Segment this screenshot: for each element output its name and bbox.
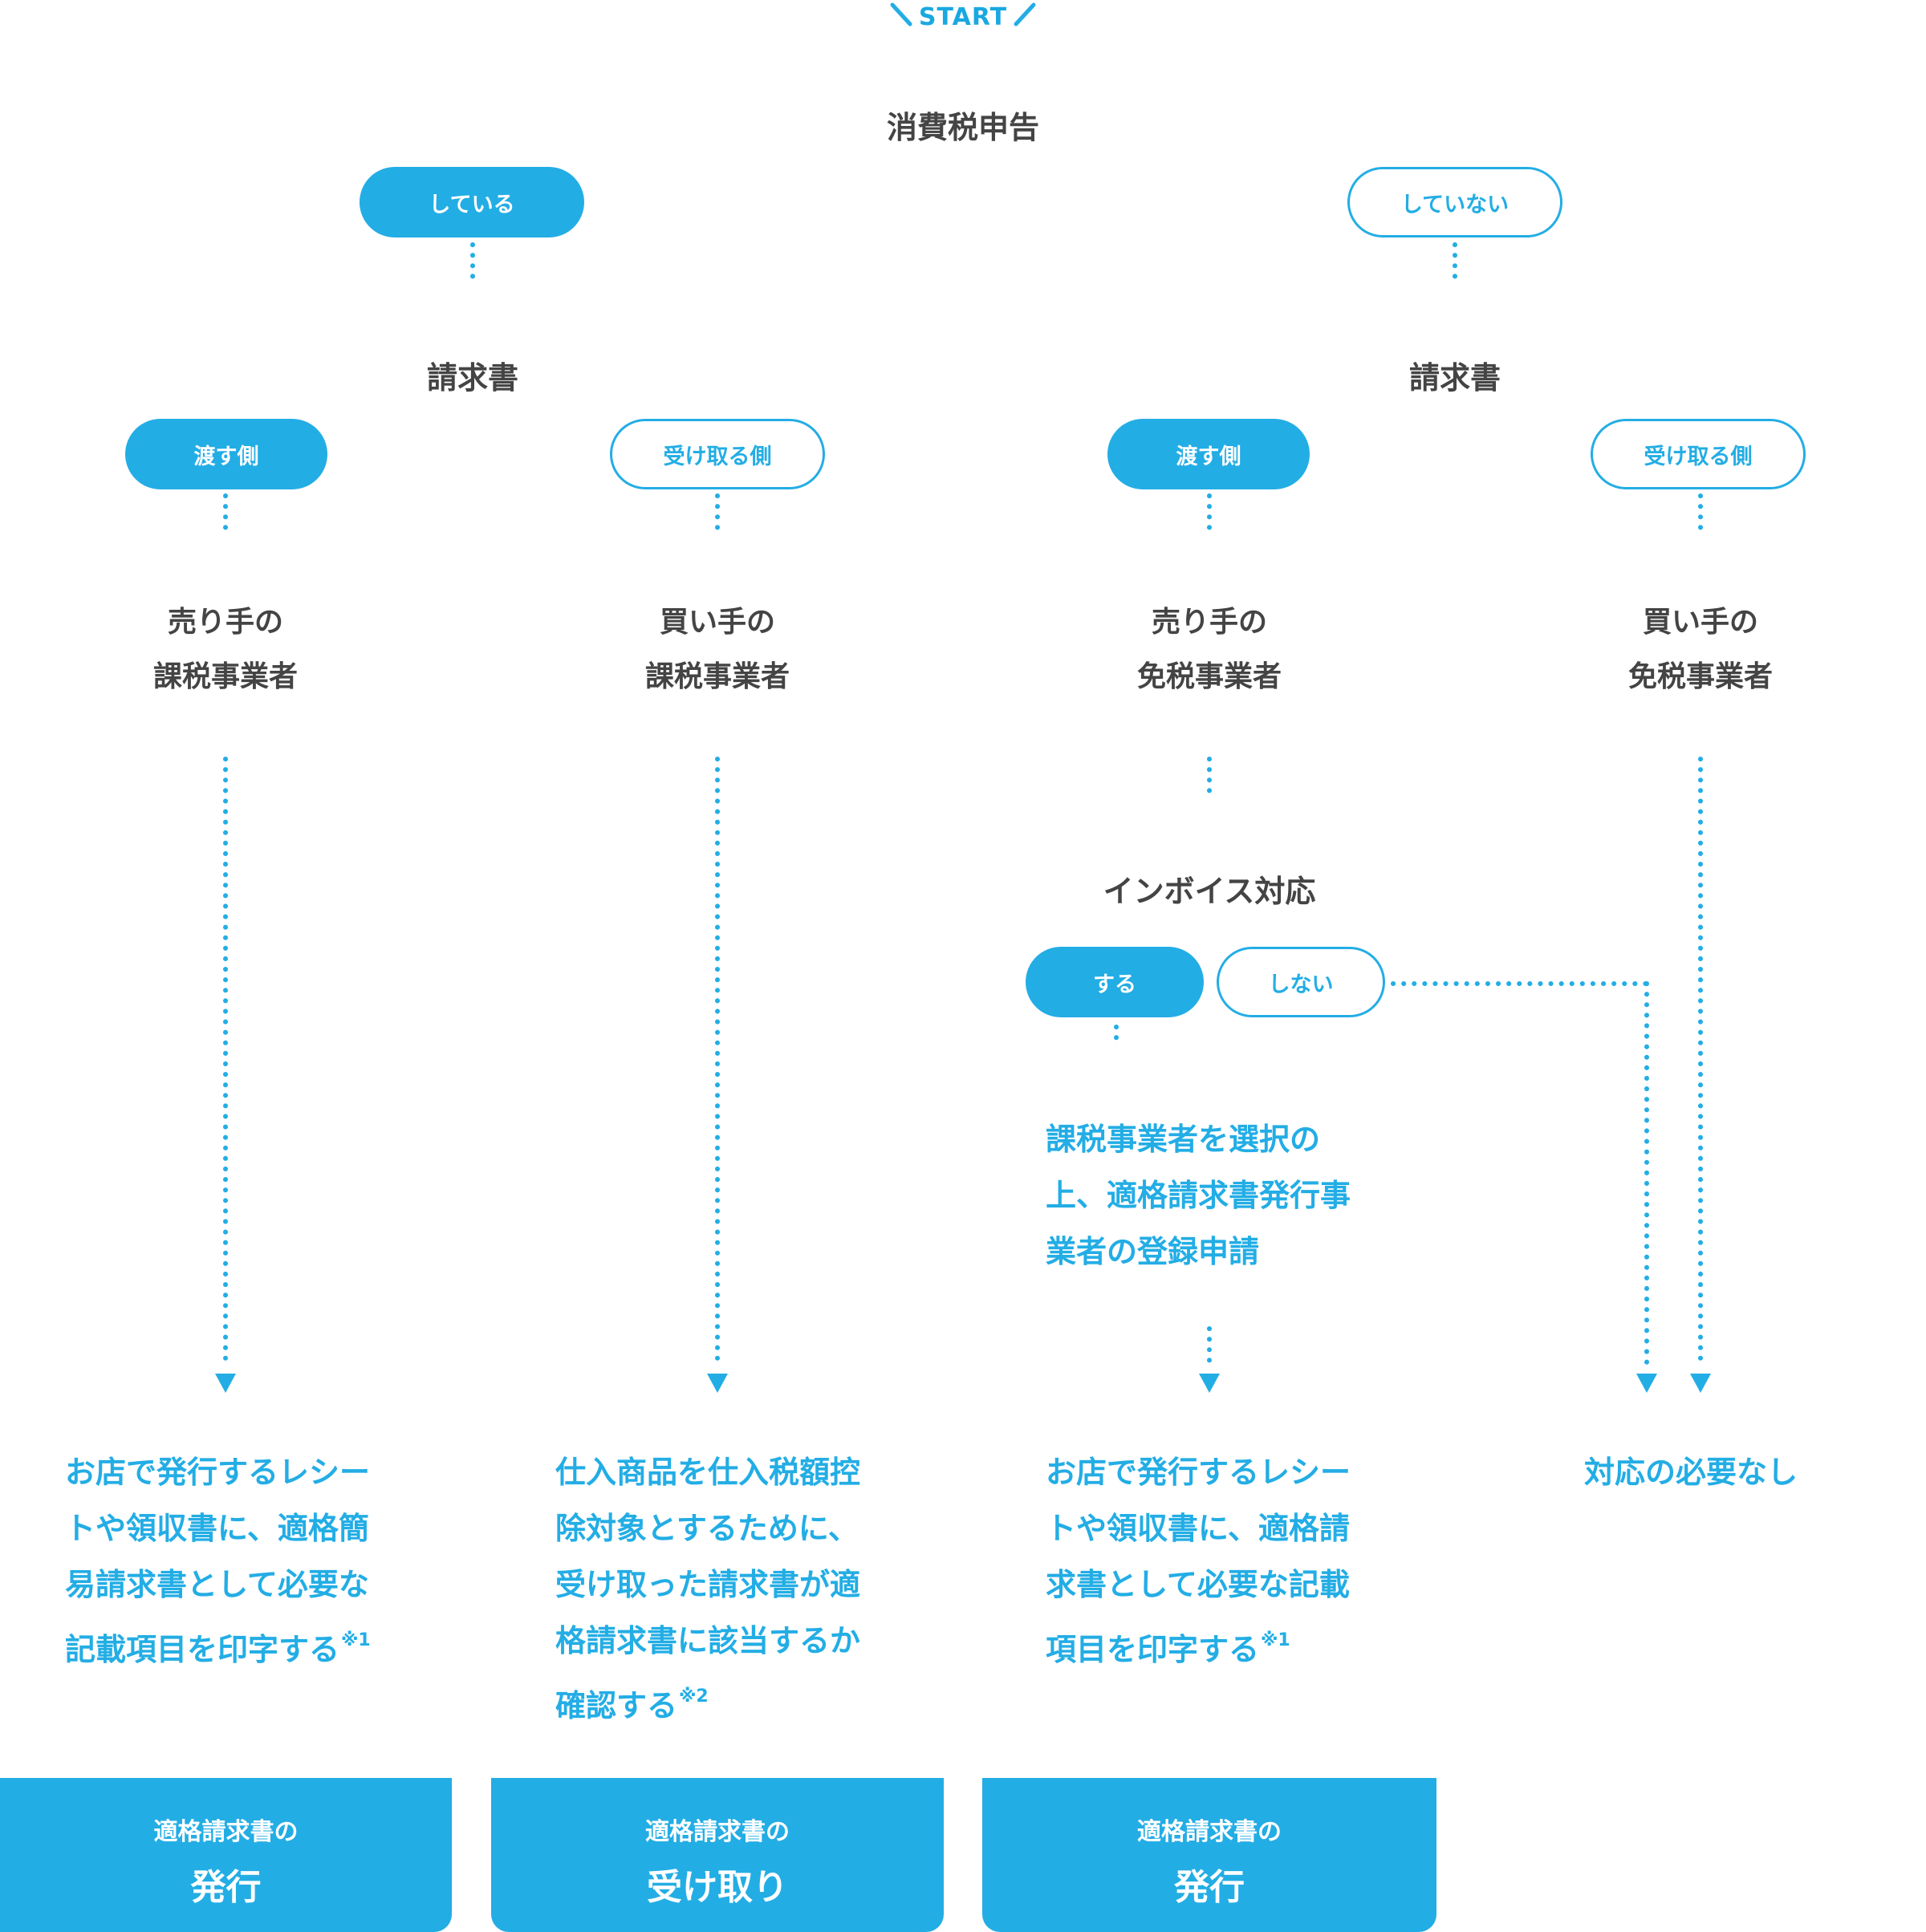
result-line: 求書として必要な記載 xyxy=(1046,1567,1350,1602)
receiver-pill-left: 受け取る側 xyxy=(610,419,825,489)
invoice-heading-right: 請求書 xyxy=(1408,360,1501,396)
result-line: トや領収書に、適格簡 xyxy=(65,1511,369,1546)
registration-step-text: 課税事業者を選択の 上、適格請求書発行事 業者の登録申請 xyxy=(1046,1111,1351,1280)
result-line: 易請求書として必要な xyxy=(65,1567,369,1602)
result-line: 記載項目を印字する※1 xyxy=(65,1613,371,1678)
result-buyer-taxable: 仕入商品を仕入税額控 除対象とするために、 受け取った請求書が適 格請求書に該当… xyxy=(555,1444,860,1734)
role-line: 免税事業者 xyxy=(1627,660,1773,693)
invoice-support-heading: インボイス対応 xyxy=(1103,874,1316,909)
receiver-pill-right: 受け取る側 xyxy=(1591,419,1806,489)
filing-yes-pill: している xyxy=(360,167,584,237)
step-line: 上、適格請求書発行事 xyxy=(1046,1178,1351,1213)
action-main: 発行 xyxy=(190,1867,262,1908)
role-line: 売り手の xyxy=(1151,606,1267,639)
result-line-text: 項目を印字する xyxy=(1046,1632,1260,1667)
role-line: 課税事業者 xyxy=(152,660,298,693)
role-line: 免税事業者 xyxy=(1136,660,1282,693)
support-dont-pill: しない xyxy=(1217,947,1385,1017)
role-buyer-exempt: 買い手の 免税事業者 xyxy=(1540,595,1861,704)
role-seller-taxable: 売り手の 課税事業者 xyxy=(65,595,386,704)
arrowhead-col3 xyxy=(1199,1374,1220,1393)
result-line: 確認する※2 xyxy=(555,1669,860,1734)
result-line: トや領収書に、適格請 xyxy=(1046,1511,1350,1546)
role-buyer-taxable: 買い手の 課税事業者 xyxy=(557,595,878,704)
arrowhead-col2 xyxy=(707,1374,728,1393)
result-line: 受け取った請求書が適 xyxy=(555,1567,861,1602)
footnote-mark: ※1 xyxy=(341,1630,371,1650)
result-line: 仕入商品を仕入税額控 xyxy=(555,1455,861,1490)
tax-filing-heading: 消費税申告 xyxy=(886,110,1039,145)
action-receive: 適格請求書の 受け取り xyxy=(491,1778,944,1932)
arrowhead-col1 xyxy=(215,1374,236,1393)
result-seller-exempt: お店で発行するレシー トや領収書に、適格請 求書として必要な記載 項目を印字する… xyxy=(1046,1444,1351,1678)
result-seller-taxable: お店で発行するレシー トや領収書に、適格簡 易請求書として必要な 記載項目を印字… xyxy=(65,1444,371,1678)
action-main: 発行 xyxy=(1174,1867,1245,1908)
action-issue-right: 適格請求書の 発行 xyxy=(982,1778,1436,1932)
result-buyer-exempt: 対応の必要なし xyxy=(1584,1444,1798,1500)
step-line: 業者の登録申請 xyxy=(1046,1234,1260,1269)
action-main: 受け取り xyxy=(647,1867,788,1908)
support-do-pill: する xyxy=(1026,947,1204,1017)
start-slash-left xyxy=(890,2,912,26)
start-slash-right xyxy=(1014,2,1036,26)
result-line-text: 記載項目を印字する xyxy=(65,1632,340,1667)
step-line: 課税事業者を選択の xyxy=(1046,1122,1321,1157)
issuer-pill-right: 渡す側 xyxy=(1107,419,1310,489)
role-seller-exempt: 売り手の 免税事業者 xyxy=(1049,595,1370,704)
invoice-heading-left: 請求書 xyxy=(426,360,518,396)
role-line: 買い手の xyxy=(1642,606,1758,639)
arrowhead-dont xyxy=(1636,1374,1657,1393)
result-line-text: 確認する xyxy=(555,1688,678,1723)
result-line: 格請求書に該当するか xyxy=(555,1623,861,1658)
footnote-mark: ※2 xyxy=(679,1686,709,1707)
footnote-mark: ※1 xyxy=(1261,1630,1290,1650)
action-sub: 適格請求書の xyxy=(645,1818,790,1846)
result-line: 項目を印字する※1 xyxy=(1046,1613,1351,1678)
action-issue-left: 適格請求書の 発行 xyxy=(0,1778,452,1932)
arrowheads xyxy=(215,1374,1711,1393)
result-line: 対応の必要なし xyxy=(1584,1455,1798,1490)
start-marker: START xyxy=(0,0,1926,35)
arrowhead-col4 xyxy=(1690,1374,1711,1393)
role-line: 買い手の xyxy=(659,606,775,639)
result-line: 除対象とするために、 xyxy=(555,1511,859,1546)
action-sub: 適格請求書の xyxy=(1137,1818,1282,1846)
role-line: 売り手の xyxy=(167,606,283,639)
filing-no-pill: していない xyxy=(1347,167,1562,237)
result-line: お店で発行するレシー xyxy=(1046,1455,1351,1490)
start-label: START xyxy=(918,3,1008,31)
issuer-pill-left: 渡す側 xyxy=(125,419,327,489)
role-line: 課税事業者 xyxy=(644,660,790,693)
result-line: お店で発行するレシー xyxy=(65,1455,371,1490)
action-sub: 適格請求書の xyxy=(153,1818,299,1846)
